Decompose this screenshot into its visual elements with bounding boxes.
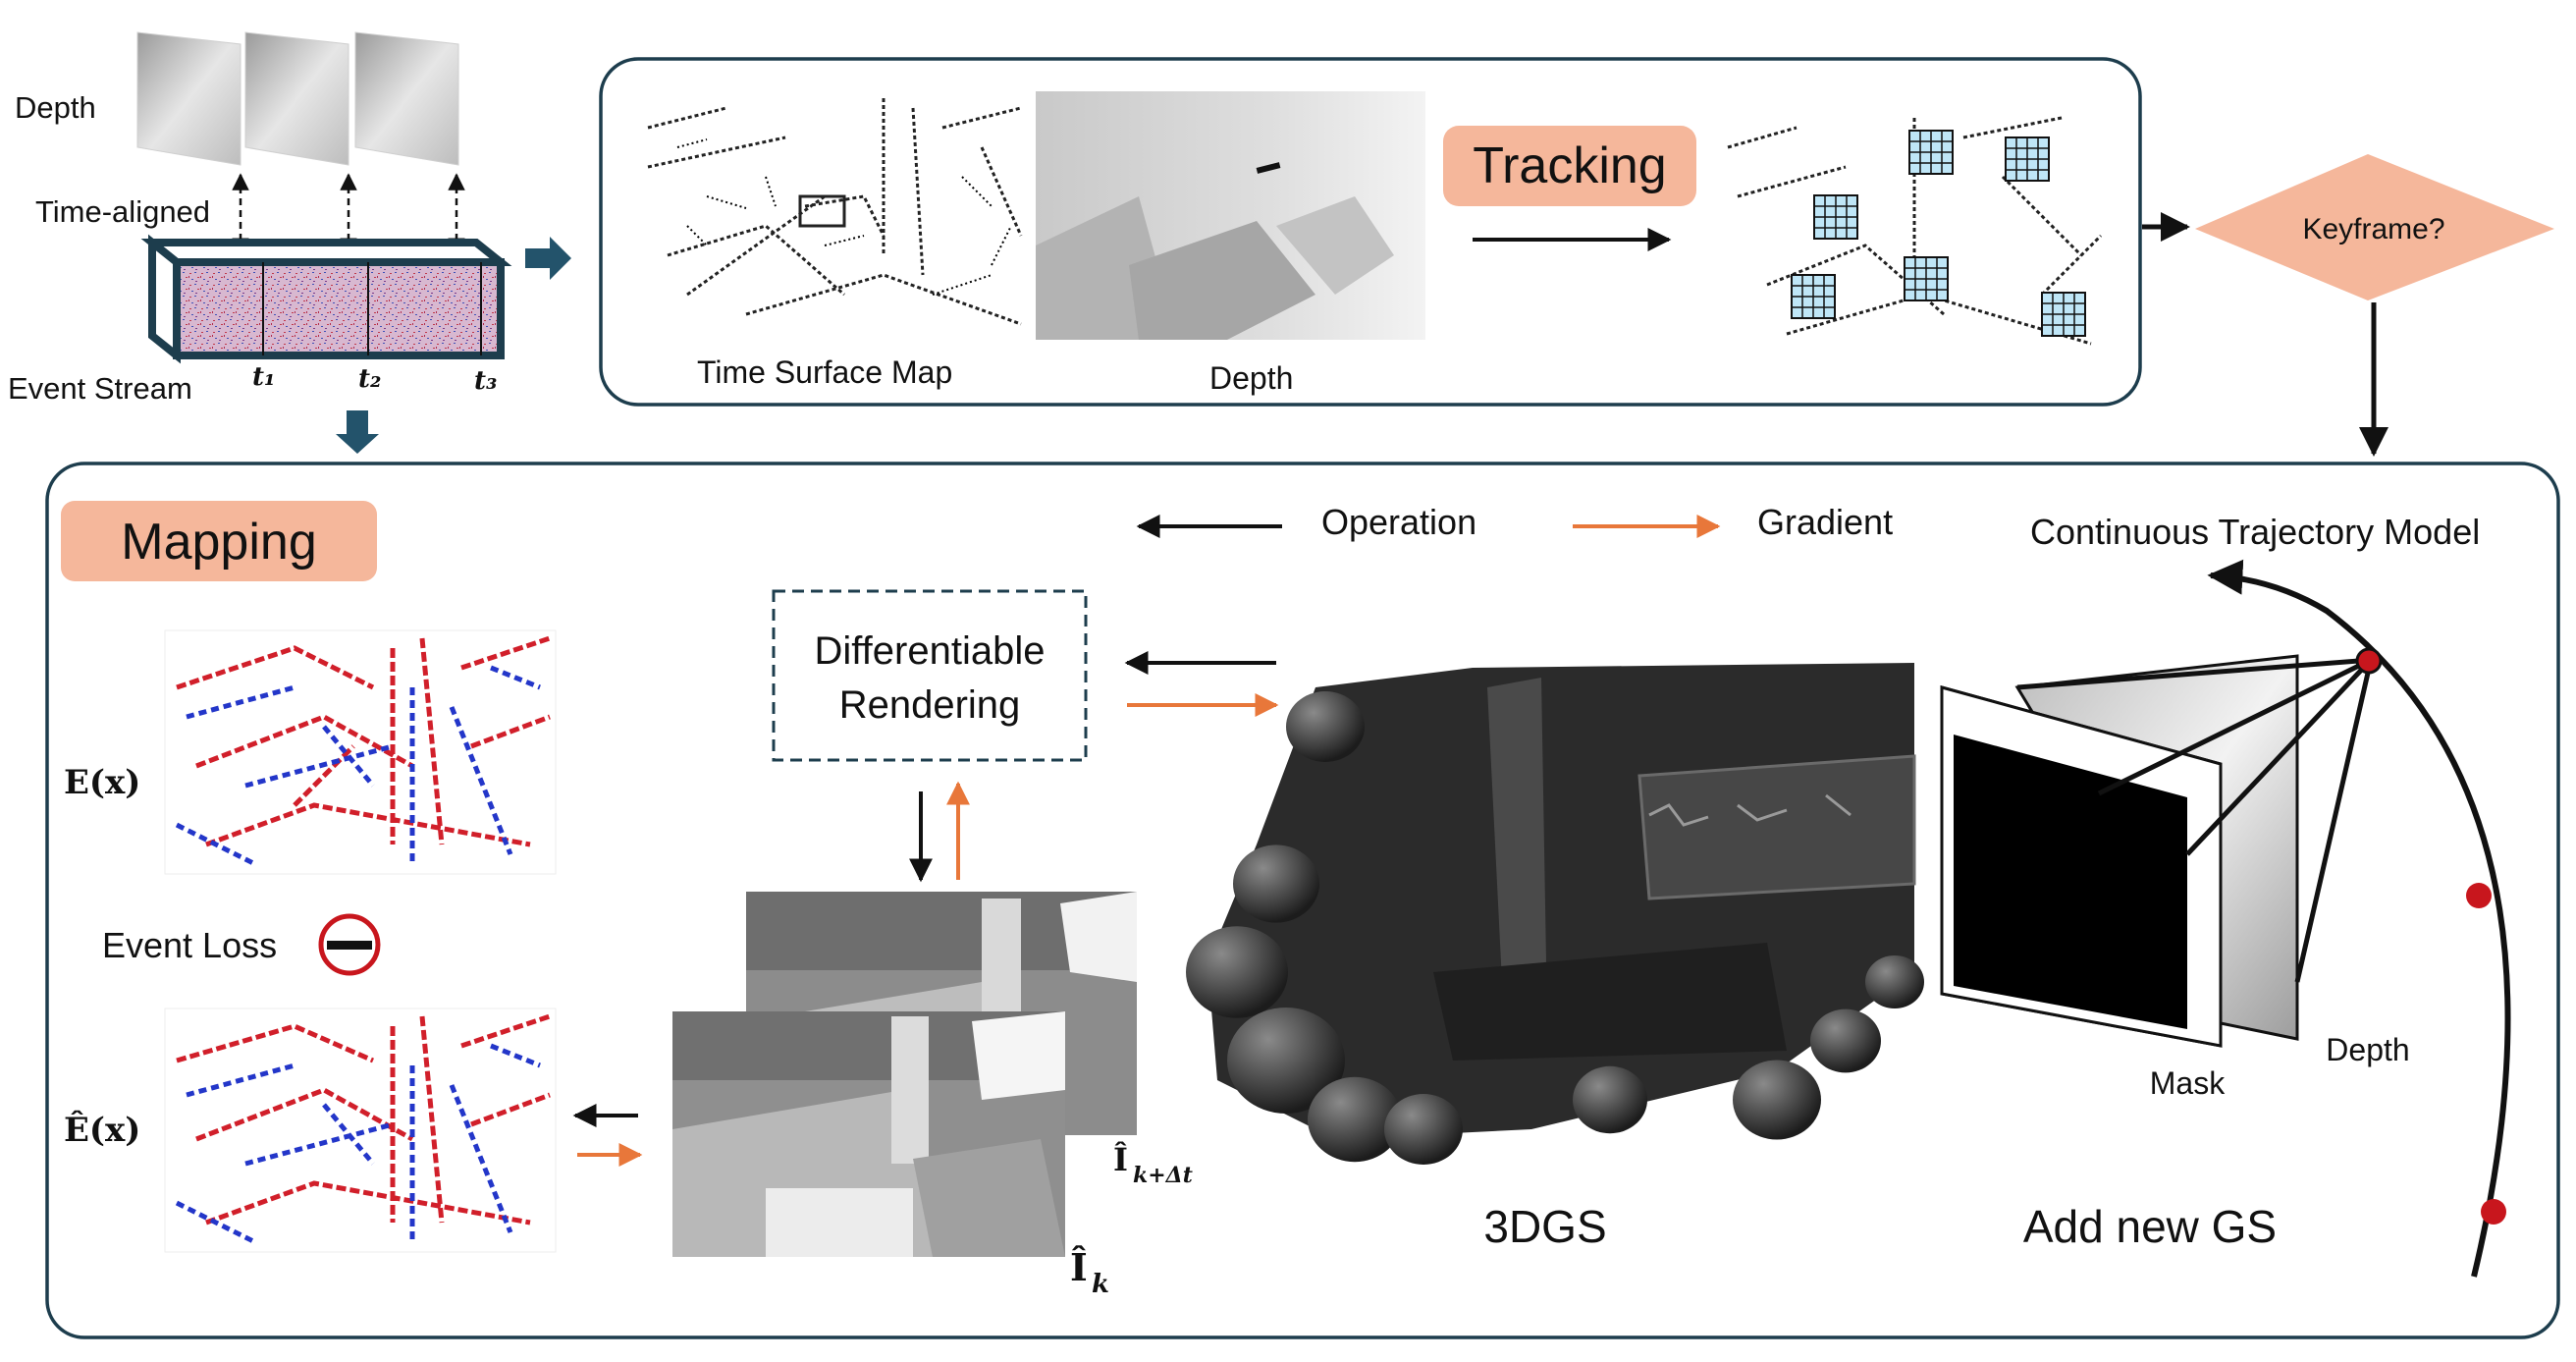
svg-text:Î: Î xyxy=(1113,1141,1128,1178)
3dgs-point-cloud xyxy=(1208,663,1916,1139)
frustum-depth-label: Depth xyxy=(2326,1032,2409,1067)
depth-frame-3 xyxy=(354,31,459,166)
gaussian-blob-6 xyxy=(1733,1060,1821,1140)
mapping-title-box xyxy=(61,501,377,581)
keyframe-label: Keyframe? xyxy=(2302,213,2444,245)
trajectory-point-3 xyxy=(2481,1199,2506,1225)
tracking-title: Tracking xyxy=(1473,137,1666,194)
gaussian-blob-8 xyxy=(1286,691,1365,762)
feature-grid-cells xyxy=(1791,130,2086,337)
event-image-rendered xyxy=(164,1008,557,1253)
camera-frustum xyxy=(1940,654,2374,1048)
ik-label: Î k xyxy=(1070,1245,1109,1299)
svg-text:Î: Î xyxy=(1070,1245,1088,1289)
e-label: E(x) xyxy=(64,763,140,802)
gaussian-blob-5 xyxy=(1573,1065,1647,1134)
3dgs-label: 3DGS xyxy=(1483,1201,1606,1252)
tracking-title-box xyxy=(1443,126,1696,206)
event-loss-label: Event Loss xyxy=(102,925,277,965)
gaussian-blob-4 xyxy=(1384,1094,1463,1165)
depth-label: Depth xyxy=(15,90,96,125)
mapping-title: Mapping xyxy=(121,514,316,571)
feature-grid-3 xyxy=(1813,194,1858,240)
time-label-t3: t₃ xyxy=(474,366,497,396)
gaussian-blob-10 xyxy=(1865,955,1924,1008)
gaussian-blob-2 xyxy=(1227,1008,1345,1114)
legend-gradient-label: Gradient xyxy=(1757,502,1893,542)
depth-frame-2 xyxy=(244,31,349,166)
flow-arrow-right xyxy=(525,237,571,280)
gaussian-blob-3 xyxy=(1308,1076,1402,1163)
trajectory-label: Continuous Trajectory Model xyxy=(2030,512,2480,552)
feature-grid-6 xyxy=(2041,292,2086,337)
differentiable-rendering-line2: Rendering xyxy=(839,683,1021,727)
time-label-t2: t₂ xyxy=(358,364,381,394)
time-label-t1: t₁ xyxy=(252,362,275,392)
svg-text:k: k xyxy=(1092,1270,1109,1299)
time-surface-map-image xyxy=(638,91,1036,340)
flow-arrow-down xyxy=(336,410,379,454)
feature-grid-1 xyxy=(1908,130,1954,175)
gaussian-blobs xyxy=(1186,691,1924,1165)
feature-grid-4 xyxy=(1904,256,1949,301)
event-stream-label: Event Stream xyxy=(8,371,192,406)
legend-operation-label: Operation xyxy=(1321,502,1476,542)
differentiable-rendering-box xyxy=(772,589,1088,762)
svg-text:k+Δt: k+Δt xyxy=(1133,1163,1193,1188)
e-hat-label: Ê(x) xyxy=(64,1110,140,1150)
depth-frames xyxy=(136,31,459,166)
keyframe-decision xyxy=(2195,154,2554,300)
rendered-image-k xyxy=(672,1011,1065,1257)
depth-frame-1 xyxy=(136,31,242,166)
ikdt-label: Î k+Δt xyxy=(1113,1141,1193,1188)
time-surface-map-label: Time Surface Map xyxy=(697,354,952,390)
trajectory-point-1 xyxy=(2355,647,2383,675)
mask-label: Mask xyxy=(2150,1065,2226,1101)
gaussian-blob-7 xyxy=(1810,1008,1881,1073)
tracking-depth-image xyxy=(1036,91,1425,340)
feature-grid-5 xyxy=(1791,274,1836,319)
gaussian-blob-9 xyxy=(1233,844,1319,923)
minus-icon xyxy=(318,913,381,976)
time-aligned-label: Time-aligned xyxy=(35,194,210,229)
trajectory-point-2 xyxy=(2466,883,2492,908)
event-stream-volume xyxy=(140,234,512,364)
differentiable-rendering-line1: Differentiable xyxy=(815,629,1046,673)
event-image-observed xyxy=(164,629,557,875)
add-new-gs-label: Add new GS xyxy=(2023,1201,2277,1252)
tracking-depth-label: Depth xyxy=(1209,360,1293,396)
trajectory-curve xyxy=(2207,559,2511,1278)
gaussian-blob-1 xyxy=(1186,926,1288,1018)
feature-grid-2 xyxy=(2005,136,2050,182)
